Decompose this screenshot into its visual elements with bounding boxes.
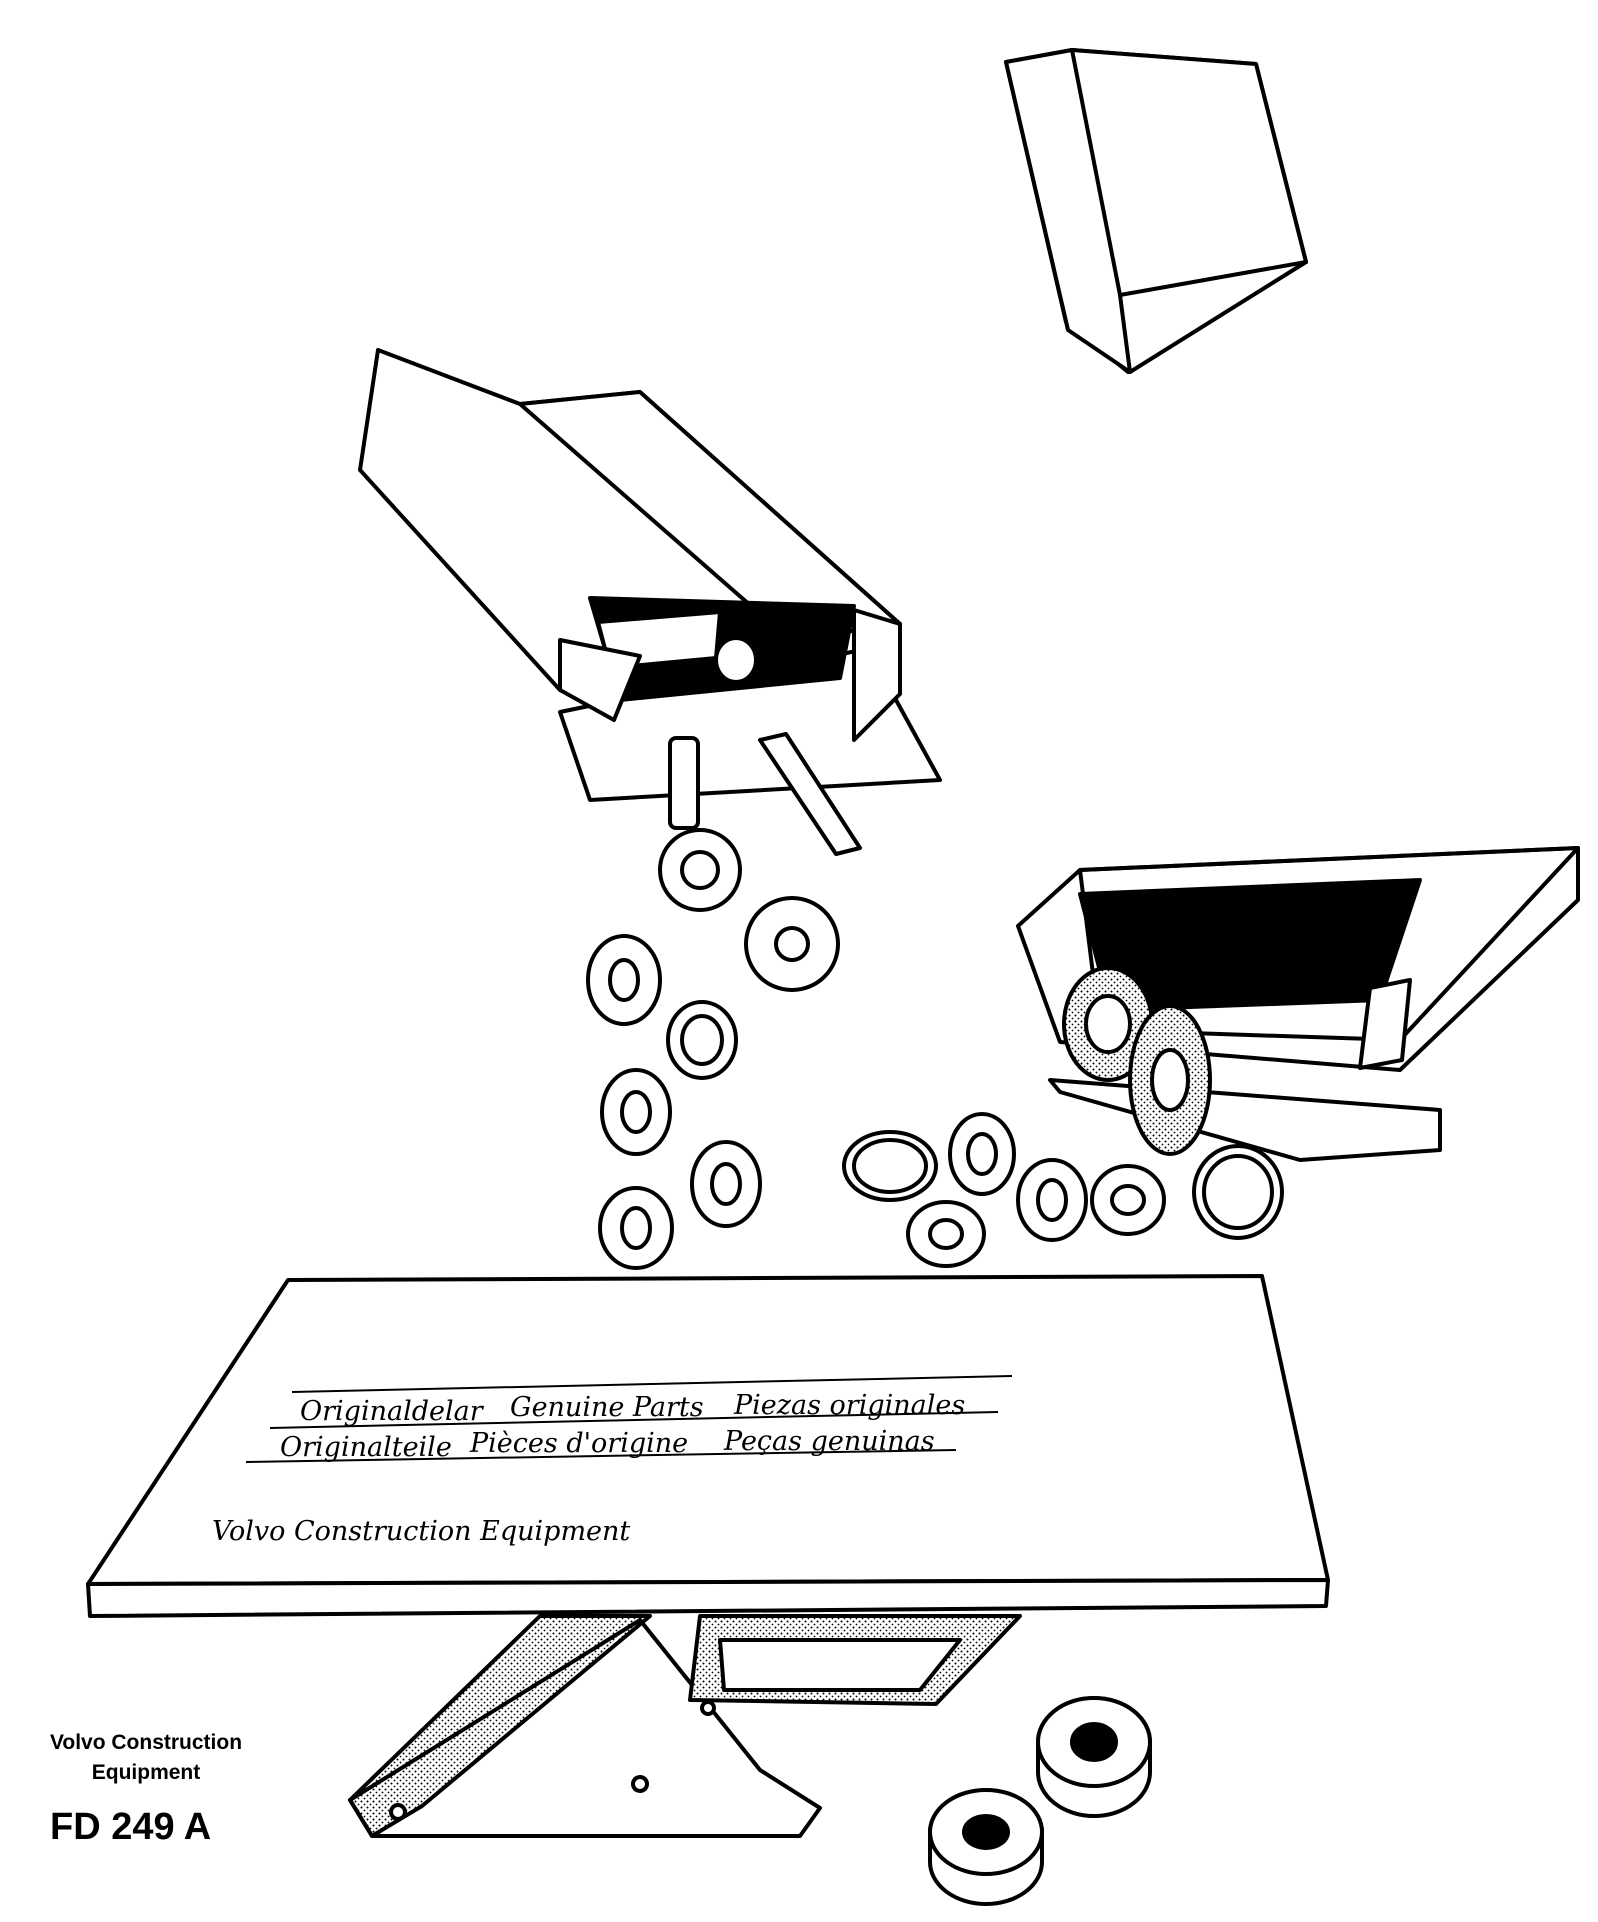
label-originaldelar: Originaldelar — [300, 1396, 485, 1427]
label-genuine-parts: Genuine Parts — [510, 1392, 704, 1423]
caption-company-line1: Volvo Construction — [49, 1731, 243, 1754]
gaskets-group — [348, 1614, 1022, 1838]
parts-package: Originaldelar Genuine Parts Piezas origi… — [86, 1274, 1330, 1618]
label-originalteile: Originalteile — [280, 1432, 452, 1463]
washers-group — [586, 934, 1284, 1270]
bearings-group — [928, 1696, 1152, 1906]
figure-code: FD 249 A — [50, 1806, 212, 1848]
package-brand-text: Volvo Construction Equipment — [212, 1516, 630, 1547]
label-piezas-originales: Piezas originales — [733, 1390, 965, 1421]
open-box-left — [358, 348, 942, 992]
publisher-caption: Volvo Construction Equipment — [22, 1728, 270, 1788]
label-pecas-genuinas: Peças genuinas — [723, 1426, 935, 1457]
closed-parts-box — [1004, 48, 1308, 374]
caption-company-line2: Equipment — [91, 1761, 201, 1784]
label-pieces-d-origine: Pièces d'origine — [469, 1428, 688, 1459]
open-box-right — [1016, 846, 1580, 1162]
